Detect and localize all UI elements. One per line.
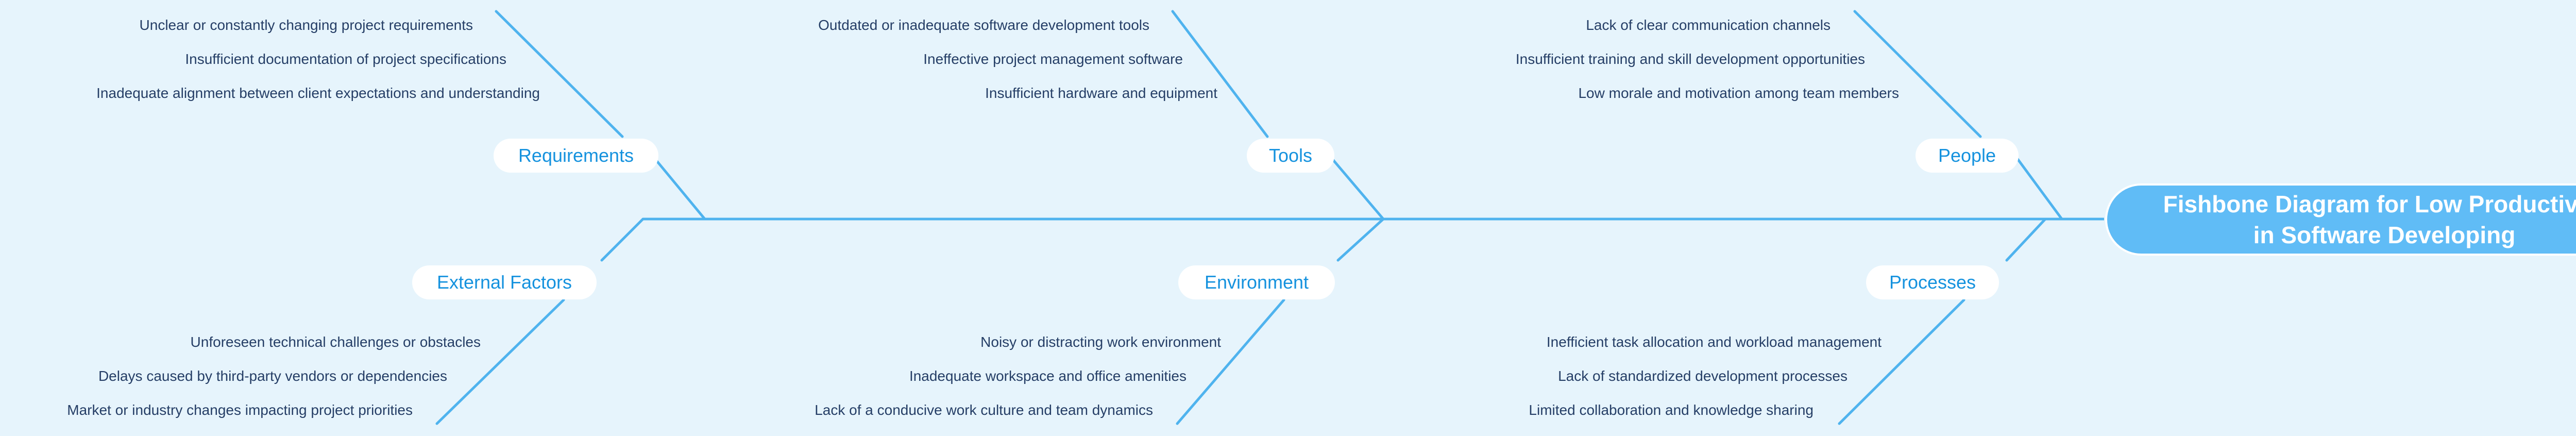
cause-tools-1: Outdated or inadequate software developm… <box>818 17 1149 33</box>
bone-external-lower <box>435 298 565 425</box>
bone-processes-upper <box>2005 217 2047 262</box>
category-external-factors: External Factors <box>412 265 597 299</box>
bone-people-upper <box>1853 10 1982 138</box>
cause-external-3: Market or industry changes impacting pro… <box>67 402 413 418</box>
cause-processes-2: Lack of standardized development process… <box>1558 368 1848 384</box>
category-requirements: Requirements <box>494 139 658 173</box>
cause-external-1: Unforeseen technical challenges or obsta… <box>190 334 481 350</box>
bone-requirements-lower <box>647 149 706 221</box>
cause-environment-1: Noisy or distracting work environment <box>980 334 1221 350</box>
problem-head: Fishbone Diagram for Low Productivity in… <box>2105 183 2576 256</box>
cause-external-2: Delays caused by third-party vendors or … <box>98 368 447 384</box>
bone-tools-lower <box>1324 149 1385 221</box>
cause-requirements-2: Insufficient documentation of project sp… <box>185 51 506 67</box>
cause-tools-2: Ineffective project management software <box>923 51 1183 67</box>
cause-requirements-3: Inadequate alignment between client expe… <box>96 85 540 101</box>
category-tools: Tools <box>1247 139 1334 173</box>
bone-requirements-upper <box>495 10 624 138</box>
category-environment: Environment <box>1178 265 1335 299</box>
bone-environment-lower <box>1176 298 1285 425</box>
cause-people-3: Low morale and motivation among team mem… <box>1578 85 1899 101</box>
cause-environment-2: Inadequate workspace and office amenitie… <box>909 368 1187 384</box>
cause-processes-1: Inefficient task allocation and workload… <box>1546 334 1882 350</box>
category-people: People <box>1916 139 2019 173</box>
cause-requirements-1: Unclear or constantly changing project r… <box>139 17 473 33</box>
bone-environment-upper <box>1336 217 1385 262</box>
cause-tools-3: Insufficient hardware and equipment <box>985 85 1217 101</box>
category-processes: Processes <box>1866 265 1999 299</box>
bone-tools-upper <box>1171 10 1269 138</box>
cause-processes-3: Limited collaboration and knowledge shar… <box>1529 402 1814 418</box>
bone-people-lower <box>2010 149 2063 221</box>
cause-people-1: Lack of clear communication channels <box>1586 17 1831 33</box>
cause-environment-3: Lack of a conducive work culture and tea… <box>815 402 1153 418</box>
bone-external-upper <box>600 217 645 262</box>
problem-title: Fishbone Diagram for Low Productivity in… <box>2163 191 2576 248</box>
bone-processes-lower <box>1838 298 1965 425</box>
cause-people-2: Insufficient training and skill developm… <box>1515 51 1865 67</box>
